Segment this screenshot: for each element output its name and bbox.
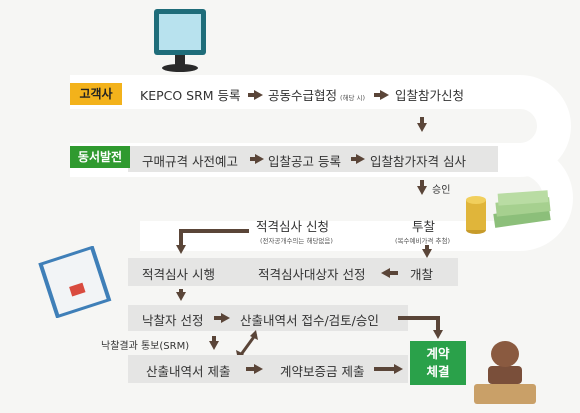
arrow-down-icon — [176, 292, 186, 301]
arrow-down-icon — [417, 186, 427, 195]
arrow-right-icon — [254, 364, 263, 374]
step-qualification: 입찰참가자격 심사 — [370, 154, 466, 169]
step-spec-notice: 구매규격 사전예고 — [142, 154, 238, 169]
step-review-exec: 적격심사 시행 — [142, 267, 215, 282]
arrow-right-icon — [254, 90, 263, 100]
contract-line2: 체결 — [426, 364, 450, 379]
approval-label: 승인 — [432, 185, 451, 196]
arrow-down-icon — [176, 245, 186, 254]
step-statement-submit: 산출내역서 제출 — [146, 364, 231, 379]
step-bid-apply: 입찰참가신청 — [395, 88, 465, 103]
arrow-down-icon — [209, 341, 219, 350]
arrow-right-icon — [394, 364, 403, 374]
arrow-down-icon — [417, 123, 427, 132]
step-review-request-note: (전자공개수의는 해당없음) — [260, 237, 333, 245]
step-review-request: 적격심사 신청 — [256, 219, 329, 234]
arrow-right-icon — [356, 154, 365, 164]
stamp-icon — [474, 341, 536, 404]
money-icon — [466, 190, 551, 234]
notice-label: 낙찰결과 통보(SRM) — [101, 341, 190, 352]
customer-tag: 고객사 — [70, 83, 122, 105]
company-tag: 동서발전 — [70, 146, 130, 168]
arrow-right-icon — [380, 90, 389, 100]
step-statement-process: 산출내역서 접수/검토/승인 — [240, 313, 379, 328]
step-opening: 개찰 — [410, 267, 434, 282]
step-review-target: 적격심사대상자 선정 — [258, 267, 366, 282]
step-bid: 투찰 — [412, 219, 436, 234]
step-joint-agreement: 공동수급협정 — [268, 88, 338, 103]
step-bid-announce: 입찰공고 등록 — [268, 154, 341, 169]
step-kepco-srm: KEPCO SRM 등록 — [140, 88, 241, 103]
arrow-left-icon — [381, 268, 390, 278]
step-deposit: 계약보증금 제출 — [280, 364, 365, 379]
step-joint-agreement-note: (해당 시) — [340, 94, 366, 102]
step-bid-note: (복수예비가격 추첨) — [395, 237, 450, 245]
contract-line1: 계약 — [426, 346, 450, 361]
monitor-icon — [154, 9, 206, 72]
arrow-right-icon — [221, 313, 230, 323]
contract-box: 계약 체결 — [410, 341, 466, 385]
arrow-down-icon — [422, 249, 432, 258]
step-winner: 낙찰자 선정 — [142, 313, 204, 328]
arrow-right-icon — [255, 154, 264, 164]
document-icon — [38, 246, 112, 318]
arrow-down-icon — [433, 330, 443, 339]
